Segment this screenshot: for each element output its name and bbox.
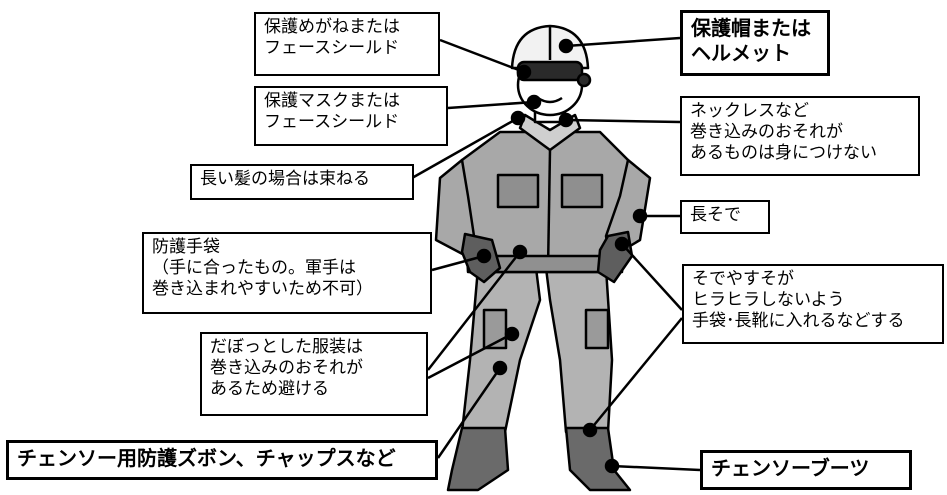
label-sleeves-tucked: そでやすそが ヒラヒラしないよう 手袋･長靴に入れるなどする xyxy=(682,264,944,344)
trousers-shape xyxy=(460,266,542,434)
label-necklace: ネックレスなど 巻き込みのおそれが あるものは身につけない xyxy=(680,96,920,176)
label-goggles: 保護めがねまたは フェースシールド xyxy=(254,12,440,76)
worker-figure xyxy=(434,24,652,492)
label-hair: 長い髪の場合は束ねる xyxy=(190,164,414,200)
label-long-sleeves: 長そで xyxy=(680,200,770,234)
trousers-shape-right xyxy=(544,266,614,434)
label-trousers: チェンソー用防護ズボン、チャップスなど xyxy=(6,440,438,480)
label-gloves: 防護手袋 （手に合ったもの。軍手は 巻き込まれやすいため不可） xyxy=(142,232,432,314)
label-loose-clothing: だぼっとした服装は 巻き込みのおそれが あるため避ける xyxy=(200,332,428,416)
label-boots: チェンソーブーツ xyxy=(700,450,912,490)
left-boot xyxy=(446,426,510,492)
label-mask: 保護マスクまたは フェースシールド xyxy=(254,86,448,146)
right-boot xyxy=(564,426,632,492)
label-helmet: 保護帽または ヘルメット xyxy=(680,10,830,76)
leader-lines xyxy=(411,36,701,474)
